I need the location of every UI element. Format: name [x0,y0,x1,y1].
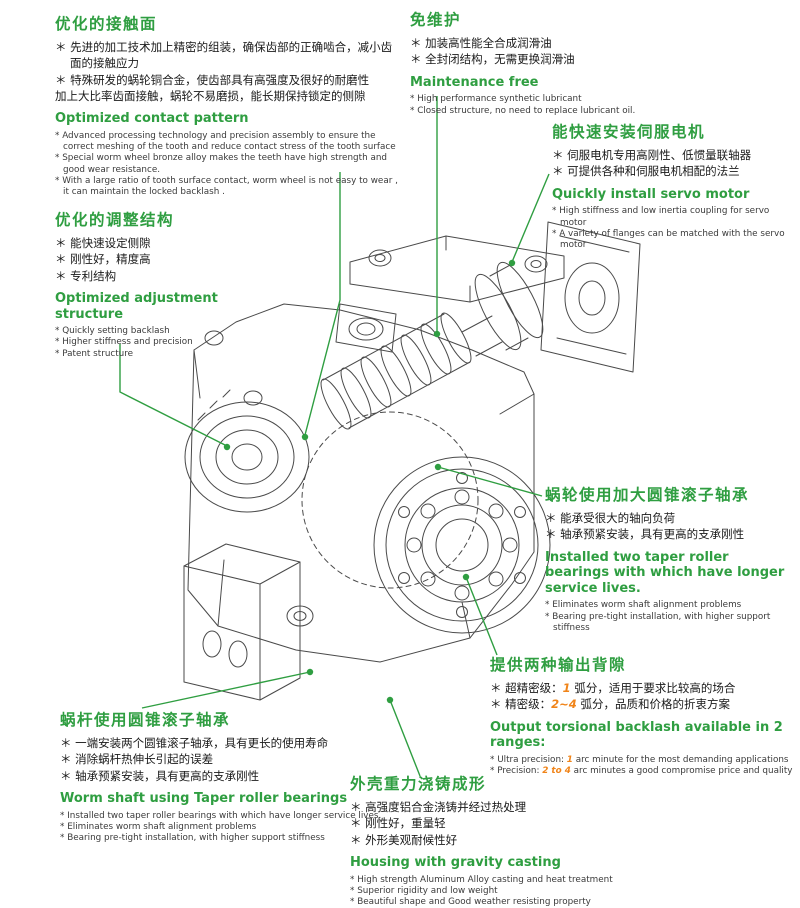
worm-bearings-en-title: Worm shaft using Taper roller bearings [60,790,348,806]
servo-adapter-flange [474,221,641,373]
adjustment-structure-en-bullet: * Higher stiffness and precision [55,337,193,348]
leader-contact-pattern [304,172,341,436]
leader-output-backlash [465,576,498,656]
output-backlash-en-bullet: * Ultra precision: 1 arc minute for the … [490,755,798,766]
leader-adjustment-structure [119,344,226,446]
worm-bearings-en-bullet: * Installed two taper roller bearings wi… [60,810,382,821]
servo-motor-zh-title: 能快速安装伺服电机 [552,123,706,141]
annotation-housing-casting: 外壳重力浇铸成形 ＊ 高强度铝合金浇铸并经过热处理 ＊ 刚性好，重量轻 ＊ 外形… [350,772,690,908]
bullet-text: 弧分，适用于要求比较高的场合 [570,681,736,695]
backlash-value: 2 to 4 [542,766,571,777]
mounting-foot [183,543,301,701]
annotation-output-backlash: 提供两种输出背隙 ＊ 超精密级：1 弧分，适用于要求比较高的场合 ＊ 精密级：2… [490,653,798,777]
leader-wheel-bearings [437,466,543,497]
output-backlash-en-bullet: * Precision: 2 to 4 arc minutes a good c… [490,766,798,777]
adjustment-structure-zh-bullet: ＊ 专利结构 [55,268,117,283]
oil-sight-glass [335,303,397,353]
maintenance-free-zh-bullet: ＊ 加装高性能全合成润滑油 [410,36,552,50]
leader-worm-bearings [141,671,311,709]
adjustment-structure-en-bullet: * Quickly setting backlash [55,326,170,337]
contact-pattern-en-title: Optimized contact pattern [55,111,249,127]
housing-casting-zh-bullet: ＊ 高强度铝合金浇铸并经过热处理 [350,800,527,814]
bullet-text: ＊ 精密级： [490,697,552,712]
housing-casting-en-bullet: * Beautiful shape and Good weather resis… [350,897,591,908]
backlash-value: 2~4 [551,697,577,712]
adjustment-structure-en-title: Optimized adjustment structure [55,290,218,322]
wheel-bearings-zh-bullet: ＊ 轴承预紧安装，具有更高的支承刚性 [545,527,745,542]
annotation-worm-bearings: 蜗杆使用圆锥滚子轴承 ＊ 一端安装两个圆锥滚子轴承，具有更长的使用寿命 ＊ 消除… [60,708,395,844]
bullet-text: ＊ 超精密级： [490,681,563,695]
contact-pattern-zh-bullet: ＊ 先进的加工技术加上精密的组装，确保齿部的正确啮合，减小齿面的接触应力 [55,40,393,71]
adjustment-structure-zh-bullet: ＊ 能快速设定侧隙 [55,236,151,250]
maintenance-free-en-bullet: * High performance synthetic lubricant [410,94,582,105]
annotation-maintenance-free: 免维护 ＊ 加装高性能全合成润滑油 ＊ 全封闭结构，无需更换润滑油 Mainte… [410,8,710,117]
housing-casting-zh-title: 外壳重力浇铸成形 [350,775,487,793]
maintenance-free-en-bullet: * Closed structure, no need to replace l… [410,105,636,116]
leader-lines [119,96,550,777]
top-mounting-bracket [349,235,565,303]
wheel-bearings-en-bullet: * Bearing pre-tight installation, with h… [545,611,771,633]
output-backlash-zh-bullet: ＊ 精密级：2~4 弧分，品质和价格的折衷方案 [490,696,798,712]
adjustment-bearing-cap [184,389,310,513]
backlash-value: 1 [566,754,573,765]
housing-bosses [204,330,314,627]
bullet-text: * Ultra precision: [490,754,567,765]
housing-casting-zh-bullet: ＊ 外形美观耐候性好 [350,832,458,847]
gearbox-technical-drawing [119,96,641,777]
bullet-text: * Precision: [490,766,543,777]
leader-servo-motor [511,173,550,263]
wheel-bearings-zh-bullet: ＊ 能承受很大的轴向负荷 [545,511,676,525]
housing-casting-zh-bullet: ＊ 刚性好，重量轻 [350,816,446,831]
output-backlash-zh-bullet: ＊ 超精密级：1 弧分，适用于要求比较高的场合 [490,680,798,696]
maintenance-free-en-title: Maintenance free [410,74,539,90]
bullet-text: arc minutes a good compromise price and … [570,766,793,777]
worm-bearings-zh-bullet: ＊ 轴承预紧安装，具有更高的支承刚性 [60,768,260,783]
servo-motor-zh-bullet: ＊ 伺服电机专用高刚性、低惯量联轴器 [552,148,752,162]
leader-dots [223,259,516,704]
housing-body [187,303,535,663]
wheel-bearings-zh-title: 蜗轮使用加大圆锥滚子轴承 [545,486,750,504]
output-backlash-zh-title: 提供两种输出背隙 [490,656,627,674]
output-flange [373,456,551,634]
worm-bearings-en-bullet: * Bearing pre-tight installation, with h… [60,833,325,844]
servo-motor-en-bullet: * A variety of flanges can be matched wi… [552,228,785,250]
worm-bearings-zh-bullet: ＊ 消除蜗杆热伸长引起的误差 [60,752,214,767]
worm-shaft [320,312,503,430]
servo-motor-en-title: Quickly install servo motor [552,186,750,202]
contact-pattern-en-bullet: * Advanced processing technology and pre… [55,130,396,153]
leader-housing-casting [389,699,421,777]
servo-motor-zh-bullet: ＊ 可提供各种和伺服电机相配的法兰 [552,164,740,179]
annotation-contact-pattern: 优化的接触面 ＊ 先进的加工技术加上精密的组装，确保齿部的正确啮合，减小齿面的接… [55,12,402,198]
annotation-adjustment-structure: 优化的调整结构 ＊ 能快速设定侧隙 ＊ 刚性好，精度高 ＊ 专利结构 Optim… [55,208,290,360]
contact-pattern-en-bullet: * With a large ratio of tooth surface co… [55,175,398,198]
worm-bearings-zh-title: 蜗杆使用圆锥滚子轴承 [60,711,231,729]
bullet-text: 弧分，品质和价格的折衷方案 [576,697,730,712]
worm-bearings-en-bullet: * Eliminates worm shaft alignment proble… [60,821,257,832]
adjustment-structure-zh-bullet: ＊ 刚性好，精度高 [55,252,151,267]
bullet-text: arc minute for the most demanding applic… [572,754,789,765]
worm-wheel [301,411,479,589]
contact-pattern-zh-bullet: ＊ 特殊研发的蜗轮铜合金，使齿部具有高强度及很好的耐磨性 [55,72,370,87]
wheel-bearings-en-title: Installed two taper roller bearings with… [545,549,785,596]
servo-motor-en-bullet: * High stiffness and low inertia couplin… [552,206,770,228]
housing-casting-en-bullet: * Superior rigidity and low weight [350,885,498,896]
backlash-value: 1 [562,681,571,695]
contact-pattern-zh-bullet: 加上大比率齿面接触，蜗轮不易磨损，能长期保持锁定的侧隙 [55,88,366,103]
worm-bearings-zh-bullet: ＊ 一端安装两个圆锥滚子轴承，具有更长的使用寿命 [60,736,329,750]
adjustment-structure-en-bullet: * Patent structure [55,348,134,359]
annotation-servo-motor: 能快速安装伺服电机 ＊ 伺服电机专用高刚性、低惯量联轴器 ＊ 可提供各种和伺服电… [552,120,795,251]
maintenance-free-zh-bullet: ＊ 全封闭结构，无需更换润滑油 [410,52,575,67]
housing-casting-en-title: Housing with gravity casting [350,854,561,870]
wheel-bearings-en-bullet: * Eliminates worm shaft alignment proble… [545,600,742,611]
housing-casting-en-bullet: * High strength Aluminum Alloy casting a… [350,874,613,885]
maintenance-free-zh-title: 免维护 [410,11,462,29]
contact-pattern-zh-title: 优化的接触面 [55,15,158,33]
output-backlash-en-title: Output torsional backlash available in 2… [490,719,783,751]
annotation-wheel-bearings: 蜗轮使用加大圆锥滚子轴承 ＊ 能承受很大的轴向负荷 ＊ 轴承预紧安装，具有更高的… [545,483,795,634]
adjustment-structure-zh-title: 优化的调整结构 [55,211,175,229]
contact-pattern-en-bullet: * Special worm wheel bronze alloy makes … [55,153,387,175]
